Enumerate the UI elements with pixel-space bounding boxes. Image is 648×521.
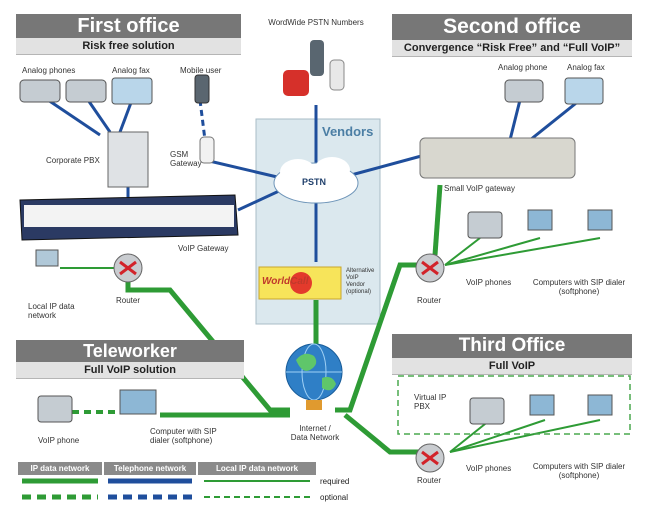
pstn-label: PSTN [302, 177, 327, 187]
first-office-subtitle: Risk free solution [16, 38, 241, 55]
analog-fax-label: Analog fax [112, 66, 150, 75]
teleworker-computer-sip-label: Computer with SIP dialer (softphone) [150, 427, 217, 445]
third-office-router-label: Router [417, 476, 442, 485]
local-ip-network-label: Local IP data network [28, 302, 75, 320]
second-office-router-label: Router [417, 296, 442, 305]
teleworker-devices [37, 389, 157, 423]
alternative-vendor-label: Alternative VoIP Vendor (optional) [346, 268, 375, 295]
second-office-title: Second office [392, 14, 632, 40]
second-office-header-block: Second office Convergence “Risk Free” an… [392, 14, 632, 58]
first-office-header-block: First office Risk free solution [16, 14, 241, 58]
internet-connector [306, 400, 322, 410]
second-computers-sip-label: Computers with SIP dialer (softphone) [532, 278, 626, 296]
third-office-header-block: Third Office Full VoIP [392, 334, 632, 375]
third-voip-phones-label: VoIP phones [466, 464, 512, 473]
pstn-phones [283, 40, 345, 96]
corporate-pbx-label: Corporate PBX [46, 156, 100, 165]
legend-lines [22, 478, 310, 500]
teleworker-header-block: Teleworker Full VoIP solution [16, 340, 244, 380]
vendors-label: Vendors [322, 124, 374, 139]
worldcall-logo [258, 266, 342, 300]
virtual-pbx-boundary [397, 375, 631, 435]
legend-header-telephone: Telephone network [104, 462, 196, 475]
teleworker-voip-phone-label: VoIP phone [38, 436, 80, 445]
internet-globe [285, 343, 343, 401]
second-office-devices [415, 77, 613, 283]
second-office-subtitle: Convergence “Risk Free” and “Full VoIP” [392, 40, 632, 57]
third-office-subtitle: Full VoIP [392, 358, 632, 375]
pstn-cloud [273, 157, 359, 204]
worldcall-logo-text: WorldCall [262, 276, 309, 287]
mobile-link [198, 99, 207, 141]
first-office-router-label: Router [116, 296, 141, 305]
third-office-title: Third Office [392, 334, 632, 358]
mobile-user-label: Mobile user [180, 66, 222, 75]
internet-data-network-label: Internet / Data Network [290, 424, 340, 442]
analog-phone-label: Analog phone [498, 63, 548, 72]
second-analog-fax-label: Analog fax [567, 63, 605, 72]
virtual-ip-pbx-label: Virtual IP PBX [414, 393, 447, 411]
small-voip-gateway-label: Small VoIP gateway [444, 184, 516, 193]
legend-header-local-ip: Local IP data network [198, 462, 316, 475]
pstn-numbers-label: WordWide PSTN Numbers [268, 18, 364, 27]
third-office-devices [415, 394, 613, 473]
third-computers-sip-label: Computers with SIP dialer (softphone) [532, 462, 626, 480]
analog-phones-label: Analog phones [22, 66, 76, 75]
local-network-lines [60, 237, 601, 453]
legend-header-ip: IP data network [18, 462, 102, 475]
ip-data-network-lines [125, 184, 443, 455]
legend-required: required [320, 477, 350, 486]
voip-gateway-label: VoIP Gateway [178, 244, 229, 253]
legend-optional: optional [320, 493, 349, 502]
first-office-title: First office [16, 14, 241, 38]
second-voip-phones-label: VoIP phones [466, 278, 512, 287]
gsm-gateway-label: GSM Gateway [170, 150, 202, 168]
teleworker-subtitle: Full VoIP solution [16, 362, 244, 379]
teleworker-title: Teleworker [16, 340, 244, 362]
first-office-devices [19, 74, 239, 283]
